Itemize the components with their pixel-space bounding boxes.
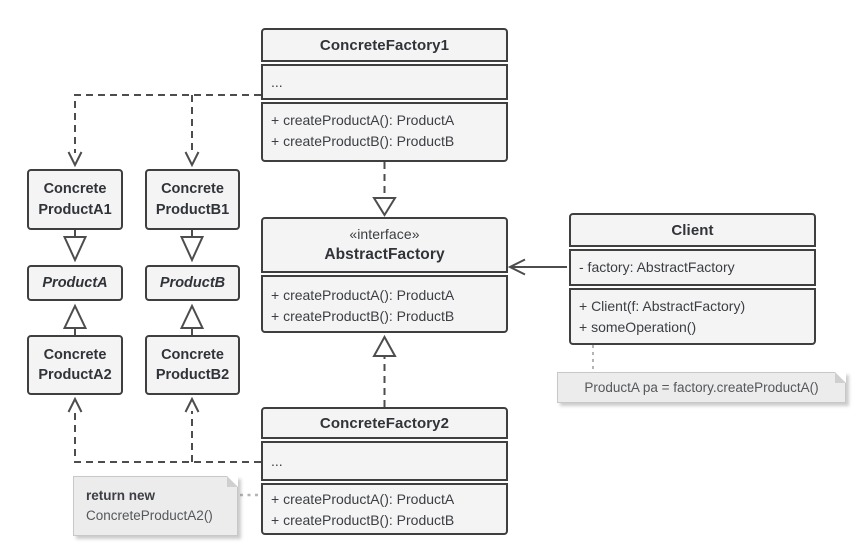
- dependency-arrow-factory2-products: [67, 396, 261, 463]
- class-name-line: ProductB2: [155, 367, 230, 383]
- class-title: «interface» AbstractFactory: [261, 217, 508, 273]
- method-item: + createProductB(): ProductB: [271, 308, 455, 324]
- note-text-line: ConcreteProductA2(): [86, 508, 213, 523]
- association-arrow-client-abstractfactory: [507, 258, 567, 276]
- class-name-label: AbstractFactory: [324, 246, 445, 263]
- method-item: + createProductA(): ProductA: [271, 287, 455, 303]
- class-name-line: ProductA1: [38, 201, 112, 218]
- generalization-arrow-producta1-producta: [62, 230, 88, 263]
- attribute-item: ...: [271, 73, 283, 90]
- method-item: + createProductA(): ProductA: [271, 491, 455, 507]
- attribute-item: - factory: AbstractFactory: [579, 259, 735, 275]
- class-methods: + createProductA(): ProductA + createPro…: [261, 483, 508, 535]
- class-client: Client - factory: AbstractFactory + Clie…: [569, 213, 816, 345]
- class-title: ProductB: [145, 265, 240, 301]
- class-name-line: Concrete: [161, 181, 224, 197]
- generalization-arrow-producta2-producta: [62, 303, 88, 335]
- class-attributes: ...: [261, 64, 508, 100]
- method-item: + someOperation(): [579, 319, 697, 335]
- class-name-line: Concrete: [43, 346, 107, 363]
- dependency-arrow-factory1-products: [67, 94, 261, 168]
- note-text-line: return new: [86, 488, 156, 503]
- method-item: + createProductB(): ProductB: [271, 133, 455, 149]
- class-concrete-product-a2: Concrete ProductA2: [27, 335, 123, 395]
- class-name-line: ProductB1: [155, 201, 230, 218]
- class-title: Client: [569, 213, 816, 247]
- method-item: + createProductB(): ProductB: [271, 512, 455, 528]
- class-title: ConcreteFactory1: [261, 28, 508, 62]
- class-concrete-product-b1: Concrete ProductB1: [145, 169, 240, 230]
- note-client-code: ProductA pa = factory.createProductA(): [557, 372, 846, 403]
- generalization-arrow-productb2-productb: [179, 303, 205, 335]
- class-title: Concrete ProductA2: [27, 335, 123, 395]
- note-text: ProductA pa = factory.createProductA(): [584, 380, 819, 395]
- realization-arrow-concretefactory1-abstractfactory: [372, 162, 397, 217]
- stereotype-label: «interface»: [349, 226, 420, 242]
- class-methods: + createProductA(): ProductA + createPro…: [261, 275, 508, 333]
- class-name-line: Concrete: [43, 181, 107, 197]
- class-product-a: ProductA: [27, 265, 123, 301]
- class-title: Concrete ProductB1: [145, 169, 240, 230]
- class-title: ProductA: [27, 265, 123, 301]
- generalization-arrow-productb1-productb: [179, 230, 205, 263]
- class-title: ConcreteFactory2: [261, 407, 508, 439]
- class-product-b: ProductB: [145, 265, 240, 301]
- class-title: Concrete ProductB2: [145, 335, 240, 395]
- method-item: + createProductA(): ProductA: [271, 112, 455, 128]
- class-name-line: Concrete: [161, 346, 224, 363]
- attribute-item: ...: [271, 452, 283, 469]
- class-attributes: - factory: AbstractFactory: [569, 249, 816, 286]
- class-concrete-product-a1: Concrete ProductA1: [27, 169, 123, 230]
- class-name-label: ProductA: [42, 274, 108, 291]
- class-name-line: ProductA2: [38, 367, 112, 383]
- realization-arrow-concretefactory2-abstractfactory: [372, 334, 397, 407]
- class-methods: + createProductA(): ProductA + createPro…: [261, 102, 508, 162]
- class-attributes: ...: [261, 441, 508, 481]
- class-concrete-factory1: ConcreteFactory1 ... + createProductA():…: [261, 28, 508, 162]
- class-concrete-factory2: ConcreteFactory2 ... + createProductA():…: [261, 407, 508, 535]
- class-methods: + Client(f: AbstractFactory) + someOpera…: [569, 288, 816, 345]
- class-abstract-factory: «interface» AbstractFactory + createProd…: [261, 217, 508, 333]
- class-concrete-product-b2: Concrete ProductB2: [145, 335, 240, 395]
- class-name-label: ProductB: [159, 274, 226, 291]
- class-title: Concrete ProductA1: [27, 169, 123, 230]
- note-factory2-return: return new ConcreteProductA2(): [73, 476, 238, 536]
- method-item: + Client(f: AbstractFactory): [579, 298, 746, 314]
